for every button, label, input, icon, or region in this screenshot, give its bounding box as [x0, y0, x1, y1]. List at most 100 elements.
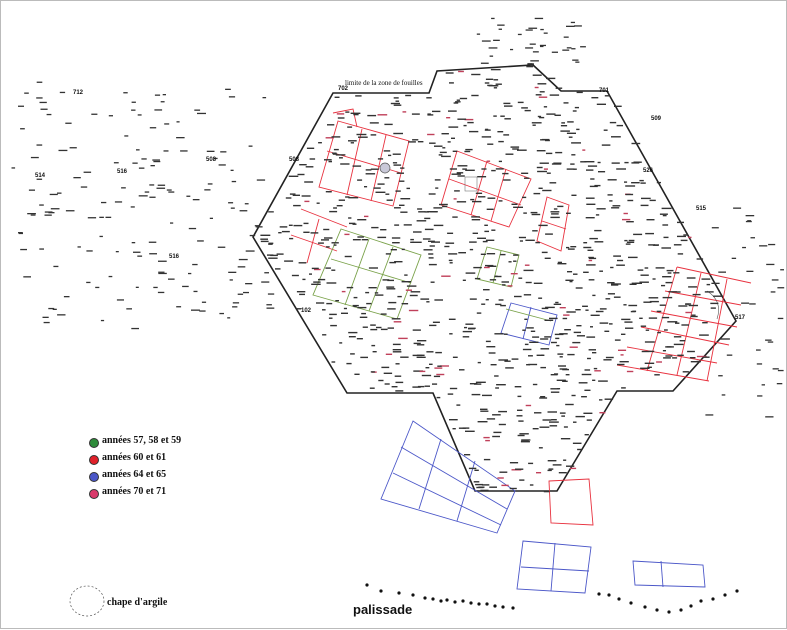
- point-mark: [388, 301, 397, 304]
- point-mark: [449, 168, 457, 170]
- point-mark: [584, 161, 595, 163]
- point-mark: [436, 373, 445, 376]
- point-mark: [611, 162, 620, 164]
- point-mark: [528, 27, 538, 29]
- point-mark: [612, 205, 621, 207]
- point-mark: [547, 460, 557, 462]
- point-mark: [447, 393, 454, 395]
- point-mark: [138, 167, 145, 169]
- point-mark: [456, 404, 461, 406]
- point-mark: [57, 192, 62, 194]
- point-mark: [644, 362, 655, 364]
- point-mark: [390, 249, 397, 251]
- point-mark: [509, 487, 517, 490]
- point-mark: [616, 168, 626, 170]
- point-mark: [688, 236, 692, 239]
- point-mark: [551, 341, 557, 344]
- point-mark: [446, 117, 451, 119]
- point-mark: [63, 296, 70, 298]
- point-mark: [158, 260, 167, 262]
- point-mark: [518, 236, 526, 239]
- point-mark: [303, 231, 310, 233]
- point-mark: [318, 278, 326, 281]
- point-mark: [548, 468, 554, 470]
- point-mark: [766, 263, 775, 266]
- point-mark: [534, 412, 542, 414]
- point-mark: [525, 29, 533, 31]
- point-mark: [192, 199, 200, 201]
- palissade-post: [667, 610, 671, 614]
- point-mark: [368, 267, 378, 269]
- point-mark: [213, 157, 218, 160]
- point-mark: [539, 116, 545, 119]
- point-mark: [225, 88, 231, 90]
- point-mark: [486, 418, 496, 420]
- point-mark: [99, 235, 103, 238]
- point-mark: [360, 356, 368, 359]
- point-mark: [416, 354, 425, 356]
- point-mark: [696, 355, 707, 358]
- point-mark: [726, 354, 733, 356]
- point-mark: [701, 278, 711, 280]
- point-mark: [493, 431, 502, 434]
- point-mark: [439, 151, 447, 154]
- point-mark: [524, 264, 530, 266]
- point-mark: [759, 245, 768, 247]
- point-mark: [335, 300, 339, 302]
- point-mark: [640, 367, 650, 369]
- point-mark: [530, 330, 536, 332]
- point-mark: [649, 199, 656, 202]
- point-mark: [376, 326, 382, 329]
- point-mark: [688, 286, 698, 288]
- point-mark: [386, 286, 395, 288]
- point-mark: [46, 113, 52, 116]
- point-mark: [91, 113, 98, 115]
- point-mark: [435, 187, 439, 189]
- point-mark: [526, 327, 534, 329]
- point-mark: [370, 134, 377, 136]
- point-mark: [629, 283, 637, 285]
- point-mark: [583, 412, 593, 414]
- point-mark: [761, 384, 765, 386]
- point-mark: [425, 367, 430, 369]
- point-mark: [607, 194, 613, 196]
- point-mark: [457, 175, 465, 177]
- point-mark: [326, 282, 337, 284]
- point-mark: [433, 375, 441, 378]
- point-mark: [571, 154, 576, 156]
- point-mark: [690, 361, 701, 363]
- point-mark: [530, 60, 539, 62]
- point-mark: [628, 256, 638, 259]
- point-mark: [498, 299, 504, 301]
- point-mark: [551, 51, 558, 53]
- point-mark: [266, 307, 275, 309]
- point-mark: [522, 196, 527, 199]
- point-mark: [352, 239, 361, 241]
- point-mark: [391, 386, 398, 388]
- point-mark: [661, 316, 670, 319]
- point-mark: [458, 252, 466, 254]
- point-mark: [344, 255, 352, 258]
- point-mark: [357, 306, 367, 309]
- point-mark: [377, 114, 388, 116]
- point-mark: [385, 193, 390, 195]
- point-mark: [69, 147, 77, 149]
- point-mark: [469, 130, 479, 133]
- point-mark: [507, 285, 513, 287]
- point-mark: [584, 369, 591, 371]
- point-mark: [661, 284, 666, 287]
- point-mark: [618, 349, 627, 351]
- point-mark: [614, 105, 622, 107]
- point-mark: [475, 381, 486, 383]
- point-mark: [559, 356, 563, 358]
- point-mark: [377, 183, 385, 185]
- point-mark: [517, 434, 525, 437]
- point-mark: [350, 353, 355, 355]
- point-mark: [562, 380, 568, 382]
- point-mark: [406, 187, 410, 190]
- point-mark: [524, 109, 531, 112]
- point-mark: [522, 348, 532, 351]
- point-mark: [449, 419, 458, 421]
- point-mark: [495, 168, 504, 170]
